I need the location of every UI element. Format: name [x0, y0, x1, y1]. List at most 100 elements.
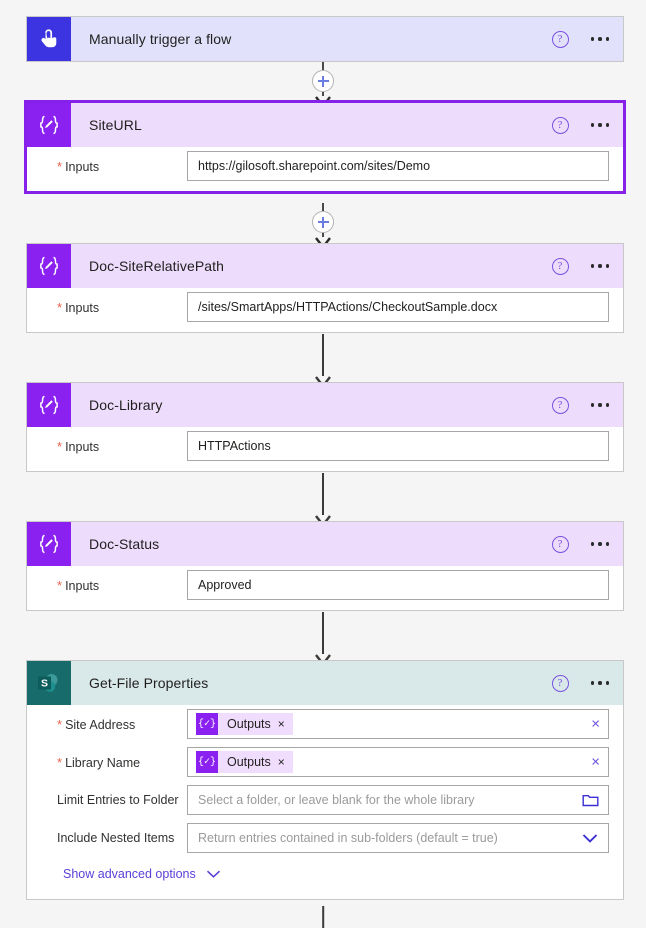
inputs-field[interactable]: https://gilosoft.sharepoint.com/sites/De…	[187, 151, 609, 181]
connector-trailing	[322, 906, 324, 928]
field-row-library-name: *Library Name {✓} Outputs × ×	[27, 743, 623, 781]
limit-entries-placeholder: Select a folder, or leave blank for the …	[198, 793, 475, 807]
field-label: *Inputs	[41, 578, 187, 593]
show-advanced-options-row[interactable]: Show advanced options	[27, 857, 623, 893]
expression-token-icon: {✓}	[196, 751, 218, 773]
connector-arrow-3	[313, 612, 333, 666]
limit-entries-to-folder-field[interactable]: Select a folder, or leave blank for the …	[187, 785, 609, 815]
required-marker: *	[57, 438, 63, 454]
help-icon[interactable]: ?	[551, 30, 569, 48]
field-label: Include Nested Items	[41, 831, 187, 845]
help-icon[interactable]: ?	[551, 116, 569, 134]
flow-card-doc-siterelativepath[interactable]: Doc-SiteRelativePath ? *Inputs /sites/Sm…	[26, 243, 624, 333]
field-label-text: Include Nested Items	[57, 831, 175, 845]
compose-expression-icon	[27, 383, 71, 427]
flow-card-doc-status[interactable]: Doc-Status ? *Inputs Approved	[26, 521, 624, 611]
tap-hand-icon	[27, 17, 71, 61]
more-commands-icon[interactable]	[587, 397, 614, 413]
folder-picker-icon[interactable]	[582, 793, 599, 808]
site-address-field[interactable]: {✓} Outputs × ×	[187, 709, 609, 739]
card-body: *Inputs HTTPActions	[27, 427, 623, 471]
connector-arrow-2	[313, 473, 333, 527]
required-marker: *	[57, 754, 63, 770]
add-step-button[interactable]	[312, 211, 334, 233]
required-marker: *	[57, 299, 63, 315]
card-header[interactable]: Manually trigger a flow ?	[27, 17, 623, 61]
more-commands-icon[interactable]	[587, 31, 614, 47]
compose-expression-icon	[27, 244, 71, 288]
inputs-field[interactable]: /sites/SmartApps/HTTPActions/CheckoutSam…	[187, 292, 609, 322]
more-commands-icon[interactable]	[587, 675, 614, 691]
sharepoint-icon: S	[27, 661, 71, 705]
field-label: *Inputs	[41, 439, 187, 454]
more-commands-icon[interactable]	[587, 117, 614, 133]
field-label-text: Inputs	[65, 439, 100, 454]
card-title: Manually trigger a flow	[89, 31, 232, 47]
card-header[interactable]: S Get-File Properties ?	[27, 661, 623, 705]
field-label-text: Inputs	[65, 578, 100, 593]
flow-card-manually-trigger-a-flow[interactable]: Manually trigger a flow ?	[26, 16, 624, 62]
chevron-down-icon[interactable]	[580, 832, 600, 844]
card-header-actions: ?	[551, 17, 614, 61]
card-header[interactable]: Doc-SiteRelativePath ?	[27, 244, 623, 288]
card-header[interactable]: SiteURL ?	[27, 103, 623, 147]
include-nested-items-field[interactable]: Return entries contained in sub-folders …	[187, 823, 609, 853]
required-marker: *	[57, 577, 63, 593]
card-title: Get-File Properties	[89, 675, 209, 691]
inputs-value: https://gilosoft.sharepoint.com/sites/De…	[198, 159, 431, 173]
field-label-text: Site Address	[65, 717, 136, 732]
clear-field-icon[interactable]: ×	[591, 715, 600, 733]
help-icon[interactable]: ?	[551, 257, 569, 275]
card-body: *Inputs /sites/SmartApps/HTTPActions/Che…	[27, 288, 623, 332]
clear-field-icon[interactable]: ×	[591, 753, 600, 771]
field-label: *Library Name	[41, 755, 187, 770]
library-name-field[interactable]: {✓} Outputs × ×	[187, 747, 609, 777]
show-advanced-options-link[interactable]: Show advanced options	[63, 867, 196, 881]
compose-expression-icon	[27, 103, 71, 147]
field-label-text: Limit Entries to Folder	[57, 793, 179, 807]
flow-card-siteurl[interactable]: SiteURL ? *Inputs https://gilosoft.share…	[24, 100, 626, 194]
card-header-actions: ?	[551, 103, 614, 147]
more-commands-icon[interactable]	[587, 258, 614, 274]
token-remove-icon[interactable]: ×	[277, 717, 285, 731]
token-remove-icon[interactable]: ×	[277, 755, 285, 769]
help-icon[interactable]: ?	[551, 396, 569, 414]
token-label: Outputs	[227, 717, 271, 731]
field-row-inputs: *Inputs https://gilosoft.sharepoint.com/…	[27, 147, 623, 185]
card-title: Doc-SiteRelativePath	[89, 258, 225, 274]
card-header[interactable]: Doc-Status ?	[27, 522, 623, 566]
card-header-actions: ?	[551, 383, 614, 427]
help-icon[interactable]: ?	[551, 535, 569, 553]
field-row-inputs: *Inputs HTTPActions	[27, 427, 623, 465]
card-body: *Inputs Approved	[27, 566, 623, 610]
help-icon[interactable]: ?	[551, 674, 569, 692]
field-label-text: Library Name	[65, 755, 141, 770]
inputs-field[interactable]: HTTPActions	[187, 431, 609, 461]
field-label-text: Inputs	[65, 300, 100, 315]
field-label: *Inputs	[41, 159, 187, 174]
token-chip[interactable]: {✓} Outputs ×	[196, 751, 293, 773]
field-label: Limit Entries to Folder	[41, 793, 187, 807]
card-title: Doc-Status	[89, 536, 160, 552]
chevron-down-icon[interactable]	[205, 869, 222, 879]
field-row-inputs: *Inputs /sites/SmartApps/HTTPActions/Che…	[27, 288, 623, 326]
add-step-button[interactable]	[312, 70, 334, 92]
field-row-inputs: *Inputs Approved	[27, 566, 623, 604]
inputs-field[interactable]: Approved	[187, 570, 609, 600]
include-nested-items-placeholder: Return entries contained in sub-folders …	[198, 831, 498, 845]
card-header-actions: ?	[551, 244, 614, 288]
inputs-value: /sites/SmartApps/HTTPActions/CheckoutSam…	[198, 300, 498, 314]
field-row-site-address: *Site Address {✓} Outputs × ×	[27, 705, 623, 743]
flow-card-get-file-properties[interactable]: S Get-File Properties ? *Site Address {✓…	[26, 660, 624, 900]
flow-card-doc-library[interactable]: Doc-Library ? *Inputs HTTPActions	[26, 382, 624, 472]
connector-arrow-1	[313, 334, 333, 388]
card-body: *Inputs https://gilosoft.sharepoint.com/…	[27, 147, 623, 191]
card-title: Doc-Library	[89, 397, 163, 413]
inputs-value: HTTPActions	[198, 439, 271, 453]
card-header[interactable]: Doc-Library ?	[27, 383, 623, 427]
inputs-value: Approved	[198, 578, 252, 592]
field-label-text: Inputs	[65, 159, 100, 174]
more-commands-icon[interactable]	[587, 536, 614, 552]
token-chip[interactable]: {✓} Outputs ×	[196, 713, 293, 735]
